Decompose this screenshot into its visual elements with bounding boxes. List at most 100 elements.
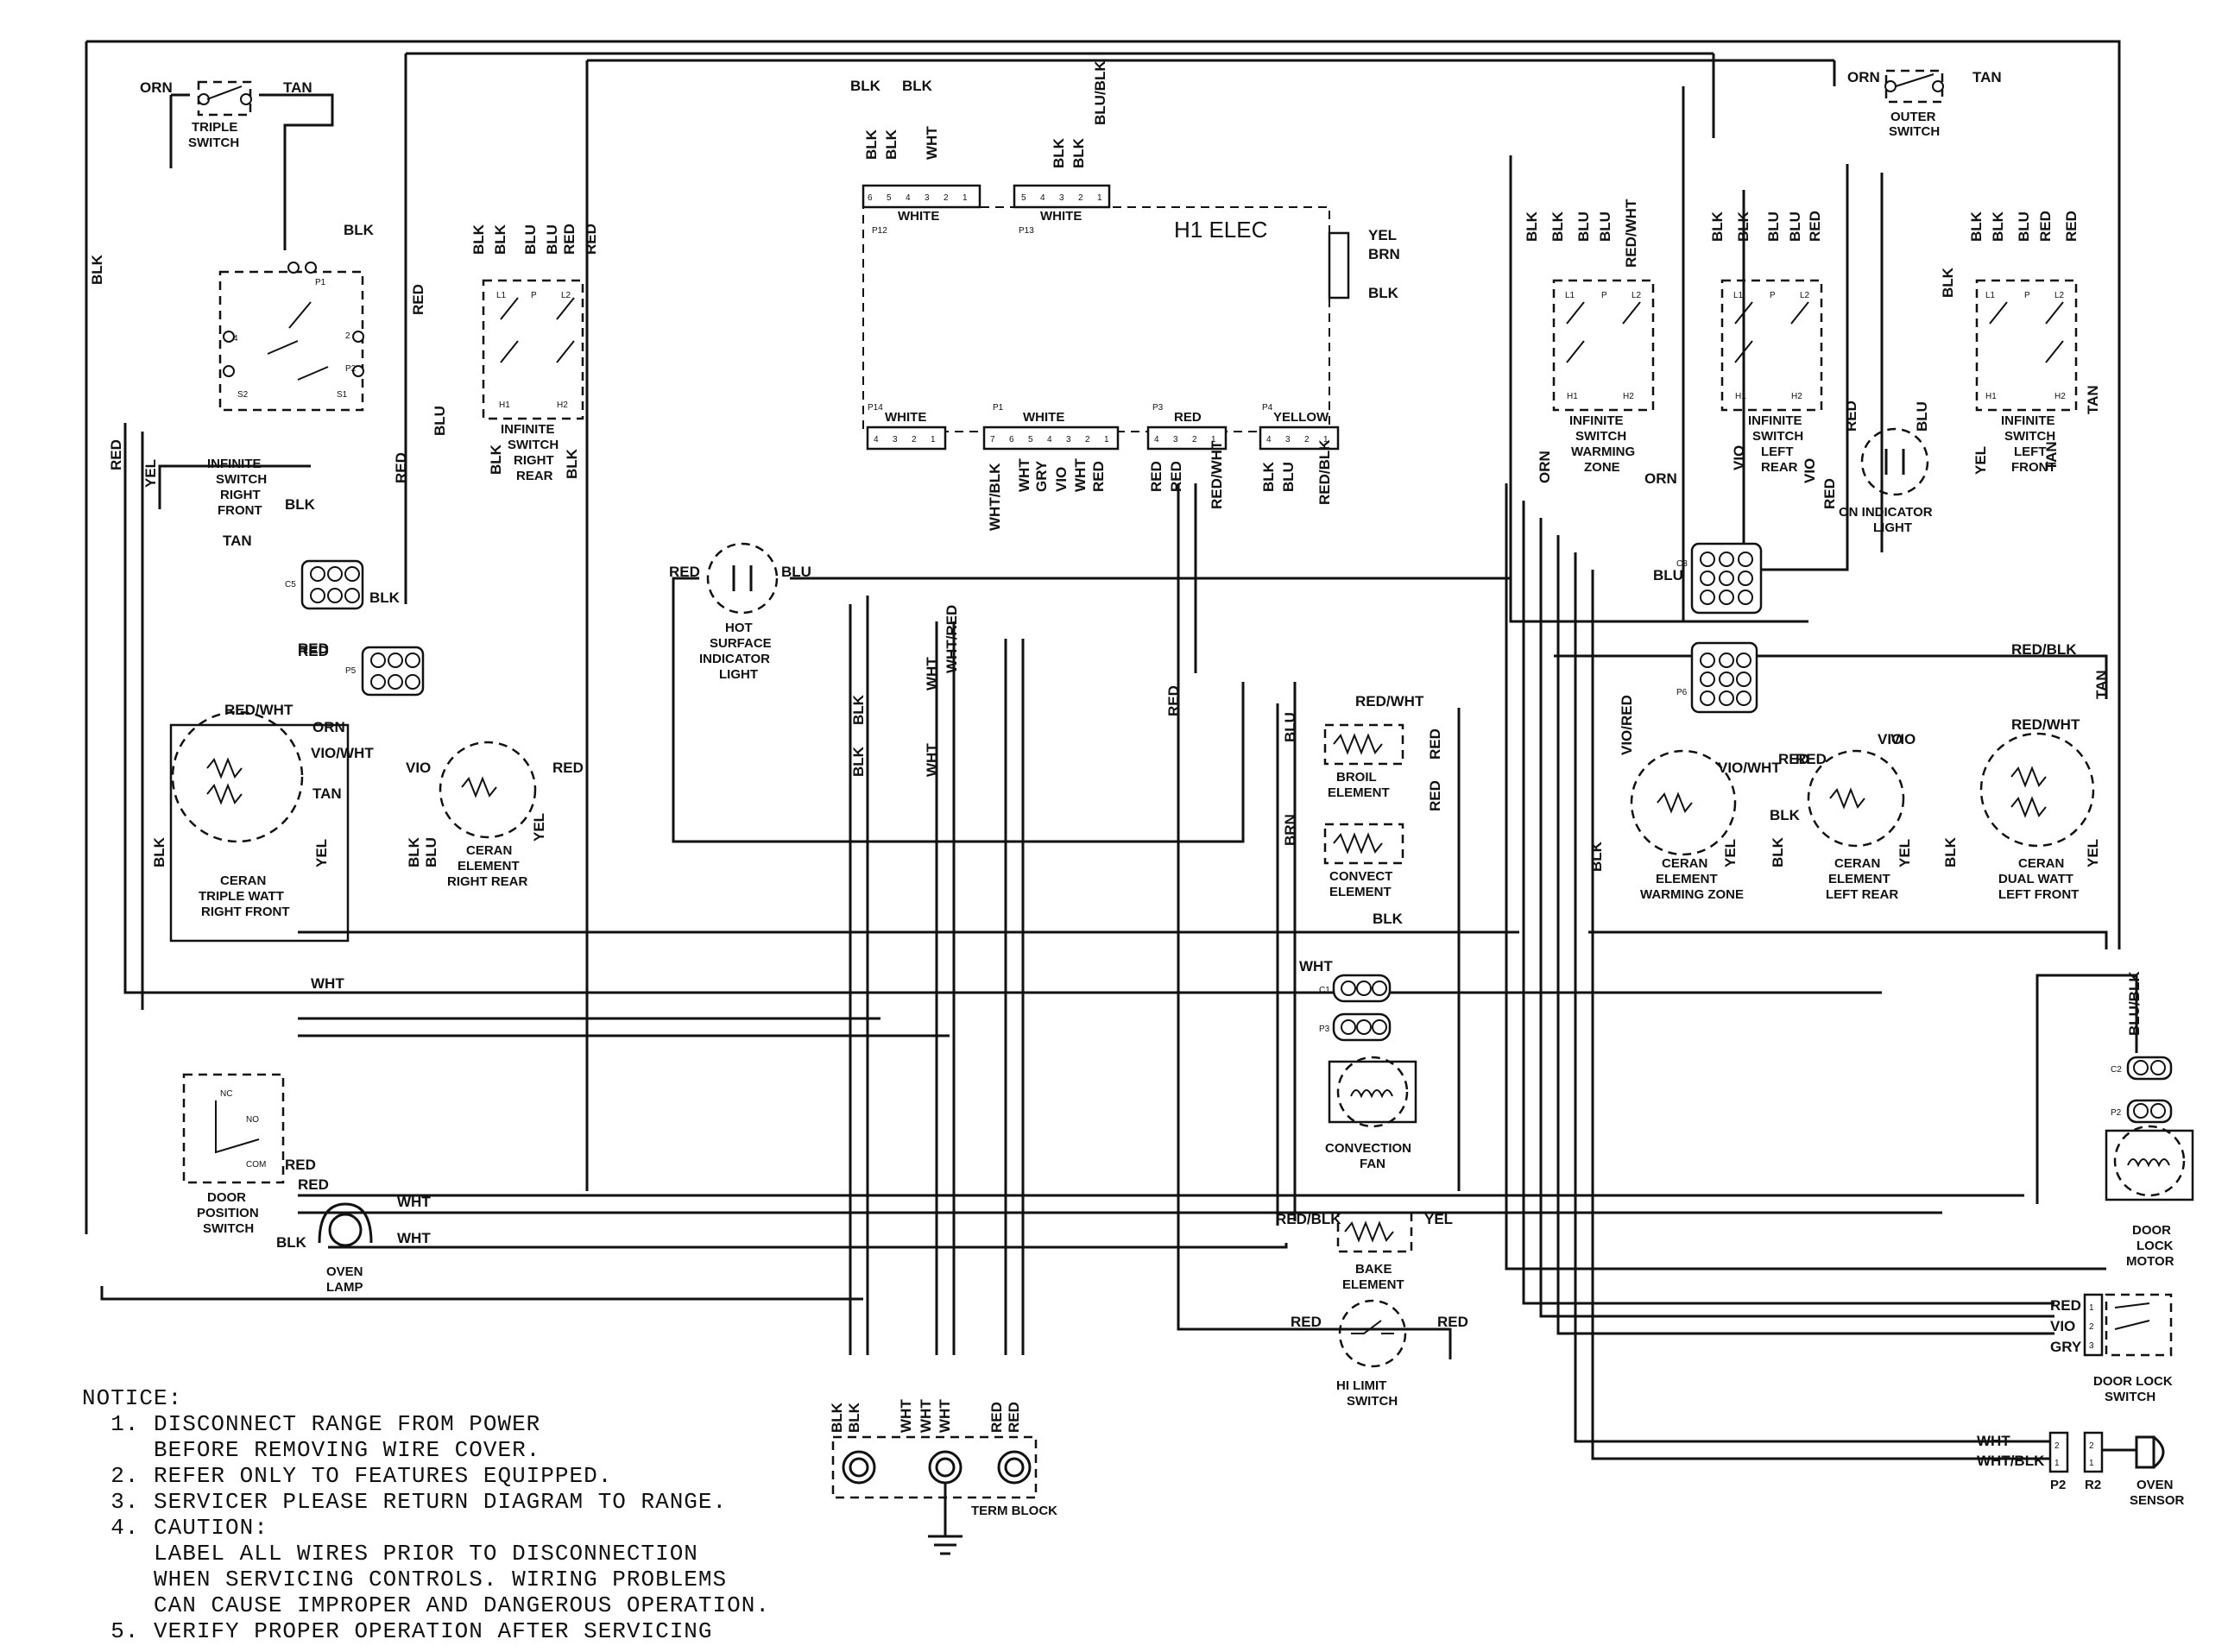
ceran-warming-zone: VIO/WHT CERAN ELEMENT WARMING ZONE	[1630, 749, 1781, 902]
triple-switch-label-1: TRIPLE	[192, 120, 237, 135]
wl-21: WHT	[924, 126, 940, 160]
ctrl-yel: YEL	[1368, 227, 1397, 243]
wz-h2: H2	[1623, 392, 1634, 401]
infinite-switch-left-rear: L1 P L2 H1 H2 INFINITE SWITCH LEFT REAR	[1720, 279, 1823, 475]
controller-h1-elec: H1 ELEC 6 5 4 3 2 1 WHITE P12 5 4 3 2 1 …	[862, 184, 1400, 451]
connector-p14: 4 3 2 1 WHITE P14	[866, 403, 947, 451]
wl-68: VIO	[1731, 445, 1747, 470]
os-p2-2: 2	[2054, 1441, 2060, 1451]
wl-12: RED	[583, 224, 599, 255]
wl-75: TAN	[2085, 385, 2101, 414]
wl-57: BLU	[1765, 211, 1782, 242]
inf-wz-label-4: ZONE	[1584, 460, 1620, 475]
wire-label-orn: ORN	[140, 79, 173, 96]
on-indicator-light: ON INDICATOR LIGHT	[1839, 427, 1933, 535]
wl-16: TAN	[223, 533, 252, 549]
p3-id: P3	[1152, 403, 1164, 413]
ceran-left-rear: RED VIO CERAN ELEMENT LEFT REAR	[1796, 731, 1916, 902]
notice-line-2: 2. REFER ONLY TO FEATURES EQUIPPED.	[82, 1463, 613, 1489]
wl-54: RED/WHT	[1623, 199, 1639, 268]
wl-14: BLK	[564, 448, 580, 479]
wz-p: P	[1601, 291, 1607, 300]
inf-wz-label-1: INFINITE	[1569, 413, 1624, 428]
triple-switch: ORN TAN TRIPLE SWITCH	[140, 79, 312, 150]
wl-64: RED	[2063, 211, 2080, 242]
connector-c3: C3 BLU	[1653, 542, 1763, 615]
os-label-2: SENSOR	[2130, 1493, 2185, 1508]
dls-red: RED	[2050, 1297, 2081, 1314]
oven-lamp: BLK WHT WHT OVEN LAMP	[276, 1194, 431, 1295]
p12-pin-2: 2	[944, 193, 949, 203]
dls-3: 3	[2089, 1341, 2094, 1351]
wl-44: RED	[1165, 685, 1182, 716]
lr-l1: L1	[1733, 291, 1744, 300]
p12-pin-1: 1	[963, 193, 968, 203]
wl-58: BLU	[1787, 211, 1803, 242]
p4-pin-4: 4	[1266, 435, 1272, 445]
wire-label-tan: TAN	[283, 79, 312, 96]
convect-label-1: CONVECT	[1329, 869, 1392, 884]
ceran-lf-label-3: LEFT FRONT	[1998, 887, 2079, 902]
c1-id: C1	[1319, 986, 1330, 995]
ceran-wz-label-2: ELEMENT	[1656, 872, 1718, 886]
hi-limit-switch: RED RED HI LIMIT SWITCH	[1291, 1299, 1468, 1409]
infinite-switch-left-front: L1 P L2 H1 H2 INFINITE SWITCH LEFT FRONT	[1975, 279, 2078, 475]
os-p2-id: P2	[2050, 1478, 2066, 1492]
wl-28: WHT	[1016, 458, 1032, 492]
rf-p1: P1	[315, 278, 326, 287]
convect-label-2: ELEMENT	[1329, 885, 1392, 899]
wl-78: RED	[1778, 751, 1809, 767]
wl-27: WHT/BLK	[987, 463, 1003, 531]
p13-pin-5: 5	[1021, 193, 1026, 203]
wl-22: BLK	[850, 78, 881, 94]
wz-l1: L1	[1565, 291, 1575, 300]
wl-47: RED	[1427, 728, 1443, 760]
wz-h1: H1	[1567, 392, 1578, 401]
p13-pin-2: 2	[1078, 193, 1083, 203]
rf-orn: ORN	[312, 719, 345, 735]
wz-vio-wht: VIO/WHT	[1718, 760, 1781, 776]
hot-label-1: HOT	[725, 621, 753, 635]
wl-7: BLK	[470, 224, 487, 255]
lf-red-wht: RED/WHT	[2011, 716, 2080, 733]
wl-43: WHT	[924, 743, 940, 777]
dps-label-3: SWITCH	[203, 1221, 254, 1236]
wl-35: RED/WHT	[1209, 440, 1225, 509]
lf-h1: H1	[1985, 392, 1997, 401]
wl-99: RED	[988, 1402, 1005, 1433]
triple-switch-label-2: SWITCH	[188, 136, 239, 150]
notice-line-1b: BEFORE REMOVING WIRE COVER.	[82, 1437, 541, 1463]
connector-p13: 5 4 3 2 1 WHITE P13	[1013, 184, 1111, 236]
ceran-rr-label-3: RIGHT REAR	[447, 874, 528, 889]
door-position-switch: NC NO COM RED RED DOOR POSITION SWITCH	[182, 1073, 329, 1236]
p12-pin-6: 6	[868, 193, 873, 203]
wl-96: WHT	[898, 1399, 914, 1433]
p2-motor-id: P2	[2111, 1108, 2122, 1118]
p6-id: P6	[1676, 688, 1688, 697]
c3-id: C3	[1676, 559, 1688, 569]
hot-surface-indicator-light: RED BLU HOT SURFACE INDICATOR LIGHT	[669, 542, 811, 682]
wl-31: WHT	[1072, 458, 1089, 492]
wl-24: BLK	[1051, 137, 1067, 168]
p3-color: RED	[1174, 410, 1202, 425]
wl-3: YEL	[142, 459, 159, 488]
wl-84: YEL	[1897, 839, 1913, 867]
inf-lr-label-2: SWITCH	[1752, 429, 1803, 444]
lamp-blk: BLK	[276, 1234, 307, 1251]
wires	[85, 40, 2138, 1460]
wl-91: YEL	[531, 813, 547, 842]
term-block-label: TERM BLOCK	[971, 1504, 1057, 1518]
lf-p: P	[2024, 291, 2030, 300]
inf-lf-label-3: LEFT	[2014, 445, 2047, 459]
c5-id: C5	[285, 580, 296, 590]
wl-49: BLK	[1373, 911, 1404, 927]
outer-switch-label-2: SWITCH	[1889, 124, 1940, 139]
inf-rr-label-1: INFINITE	[501, 422, 555, 437]
wl-20: BLK	[883, 129, 899, 160]
wl-62: BLU	[2016, 211, 2032, 242]
on-light-label-2: LIGHT	[1873, 520, 1912, 535]
rf-4: 4	[233, 334, 238, 344]
dls-gry: GRY	[2050, 1339, 2082, 1355]
dps-label-1: DOOR	[207, 1190, 246, 1205]
wl-93: WHT	[311, 975, 344, 992]
